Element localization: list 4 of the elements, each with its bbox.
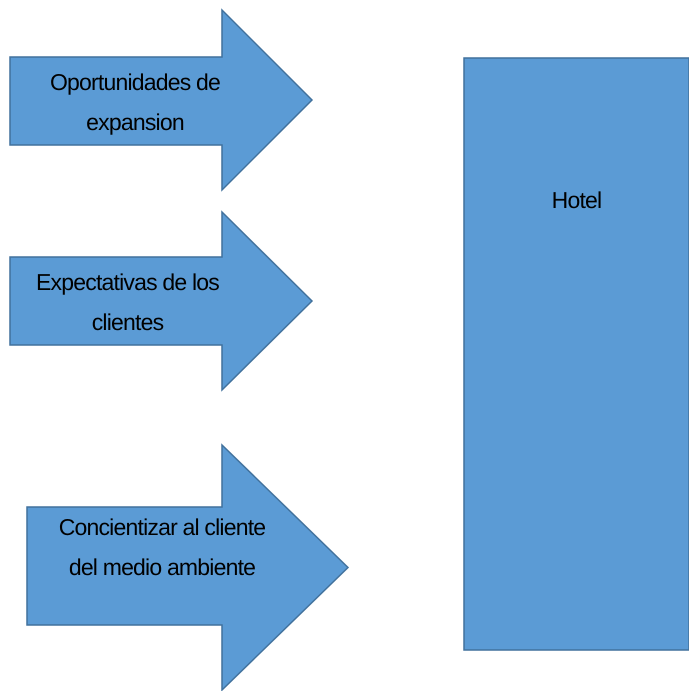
node-label: Oportunidades de expansion (48, 68, 222, 137)
node-label: Expectativas de los clientes (35, 268, 220, 337)
node-label: Concientizar al cliente del medio ambiente (58, 513, 266, 582)
node-label: Hotel (550, 186, 602, 215)
